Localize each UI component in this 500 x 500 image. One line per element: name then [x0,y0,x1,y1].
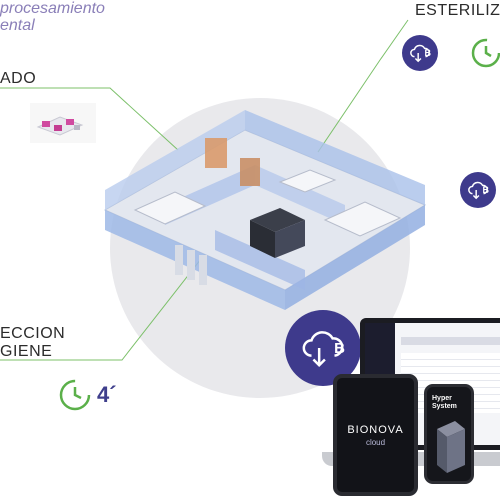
timer-icon-top [471,38,500,68]
phone-title-line1: Hyper [432,395,452,402]
tablet-brand: BIONOVA [347,424,404,436]
label-ecccion: ECCION [0,325,66,342]
subtitle: procesamiento ental [0,0,105,34]
cloud-download-icon [410,44,430,63]
phone-title-line2: System [432,403,457,410]
cloud-download-badge-right: B [460,172,496,208]
badge-letter: B [334,340,345,357]
cloud-download-icon [468,181,488,200]
tablet: BIONOVA cloud [333,374,418,496]
laptop-header-bar [401,337,500,345]
phone-equipment-image [437,421,465,473]
phone: Hyper System [424,384,474,484]
label-ado: ADO [0,70,37,87]
connector-top-left [0,87,179,151]
cloud-download-icon [302,331,344,368]
connector-top-right [317,19,409,153]
cloud-download-badge-top: B [402,35,438,71]
timer-icon [59,379,91,411]
subtitle-line-2: ental [0,17,35,34]
timer-value: 4´ [97,382,117,407]
product-thumbnail [30,103,96,143]
cloud-download-badge-main: B [285,310,361,386]
floor-plan-illustration [103,110,427,310]
badge-letter: B [424,48,432,58]
connector-bottom-left [0,249,209,361]
tablet-brand-sub: cloud [365,438,386,447]
label-giene: GIENE [0,343,53,360]
badge-letter: B [482,185,490,195]
subtitle-line-1: procesamiento [0,0,105,17]
